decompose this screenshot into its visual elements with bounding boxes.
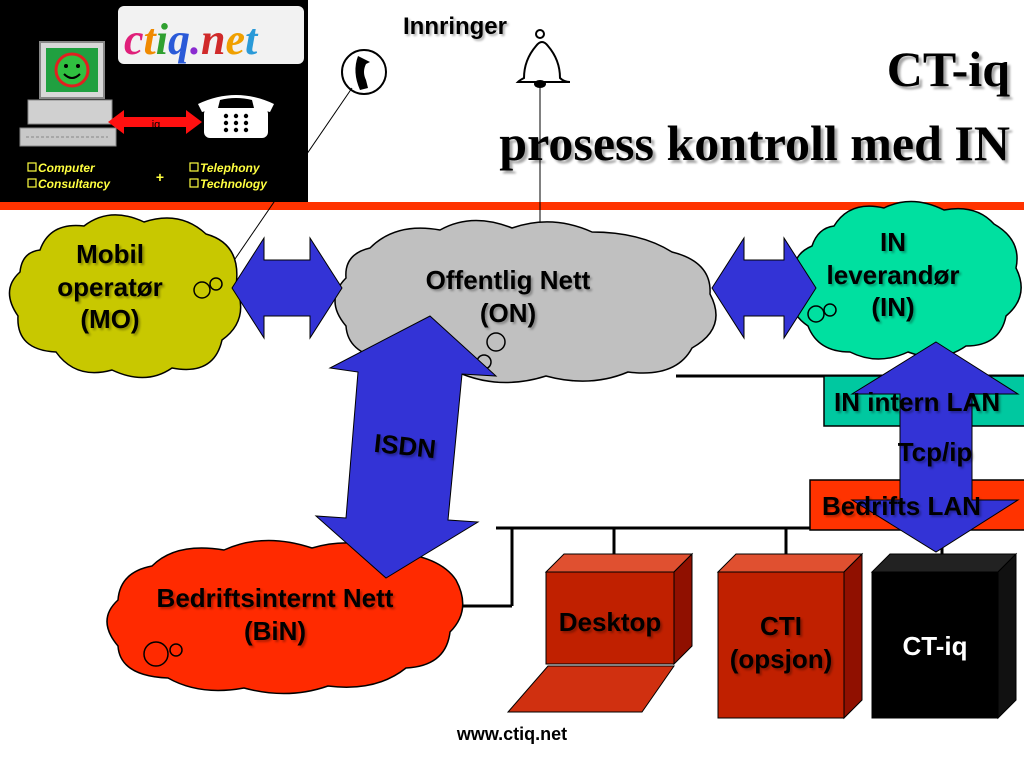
desktop-label: Desktop	[558, 607, 662, 637]
page-title: CT-iq	[886, 41, 1010, 97]
desktop-computer	[506, 552, 694, 713]
handset-line	[221, 87, 353, 279]
accent-line	[0, 202, 1024, 210]
logo-bullets	[27, 162, 199, 188]
cti-label-line: CTI	[760, 611, 802, 641]
bin-label-line: (BiN)	[243, 615, 307, 646]
on-label-line: (ON)	[479, 297, 537, 328]
in-label-line: leverandør	[826, 259, 960, 290]
mo-on-arrow	[231, 236, 343, 340]
in-label-line: (IN)	[871, 292, 915, 322]
logo-plus: +	[156, 169, 164, 185]
footer-url[interactable]: www.ctiq.net	[456, 724, 568, 744]
connector-label: iq	[152, 119, 161, 131]
bed-lan-label: Bedrifts LAN	[822, 491, 981, 521]
tcpip-label: Tcp/ip	[897, 437, 973, 467]
in-label-line: IN	[880, 227, 906, 257]
in-lan-label: IN intern LAN	[834, 387, 1001, 417]
on-label: Offentlig Nett (ON)	[370, 264, 646, 329]
logo-brand: ctiq.net	[124, 15, 259, 64]
cti-box	[716, 552, 864, 720]
cti-label: CTI (opsjon)	[706, 610, 856, 675]
isdn-arrow	[314, 315, 498, 579]
bin-label-line: Bedriftsinternt Nett	[156, 583, 394, 613]
mo-label-line: Mobil	[76, 239, 144, 269]
brand-text: ctiq.net	[124, 15, 259, 64]
cti-label-line: (opsjon)	[729, 643, 833, 674]
ctiq-box	[870, 552, 1018, 720]
tcpip-arrow	[850, 341, 1020, 553]
on-in-arrow	[711, 236, 817, 340]
computer-icon	[19, 41, 117, 147]
logo-list: Computer Consultancy Telephony Technolog…	[38, 161, 268, 191]
in-label: IN leverandør (IN)	[800, 226, 986, 324]
bin-label: Bedriftsinternt Nett (BiN)	[110, 582, 440, 647]
logo-item: Consultancy	[38, 177, 111, 191]
mo-label-line: (MO)	[80, 304, 140, 334]
telephone-icon	[198, 95, 274, 138]
on-label-line: Offentlig Nett	[425, 265, 591, 295]
logo-item: Technology	[200, 177, 268, 191]
mo-label-line: operatør	[57, 271, 163, 302]
page-subtitle: prosess kontroll med IN	[499, 115, 1010, 171]
mo-cloud	[8, 214, 242, 379]
logo-item: Telephony	[200, 161, 261, 175]
bell-icon	[515, 29, 571, 88]
logo-panel: ctiq.net iq	[0, 0, 308, 202]
innringer-label: Innringer	[402, 13, 507, 40]
double-arrow-icon	[108, 110, 202, 134]
ctiq-label: CT-iq	[902, 631, 968, 661]
logo-item: Computer	[38, 161, 96, 175]
handset-icon	[341, 49, 387, 95]
mo-label: Mobil operatør (MO)	[20, 238, 200, 336]
bin-cloud	[106, 539, 464, 695]
